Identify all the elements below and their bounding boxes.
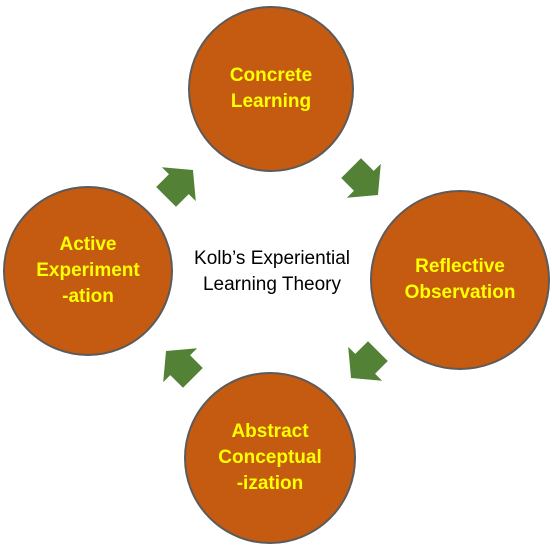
node-label: Abstract Conceptual -ization xyxy=(218,419,321,497)
node-label-line: Observation xyxy=(404,282,516,303)
node-concrete-learning: Concrete Learning xyxy=(188,6,354,172)
node-label: Concrete Learning xyxy=(230,63,312,115)
node-label-line: Experiment xyxy=(36,260,140,281)
node-label-line: Active xyxy=(59,234,117,255)
node-reflective-observation: Reflective Observation xyxy=(370,190,550,370)
node-label-line: Conceptual xyxy=(218,447,322,468)
center-title: Kolb’s Experiential Learning Theory xyxy=(180,246,364,298)
node-label-line: Concrete xyxy=(229,65,313,86)
center-title-line: Learning Theory xyxy=(202,274,342,295)
arrow-icon xyxy=(156,167,196,207)
arrow-icon xyxy=(163,348,203,388)
node-label-line: Abstract xyxy=(231,421,309,442)
node-label-line: Reflective xyxy=(415,256,505,277)
center-title-line: Kolb’s Experiential xyxy=(194,248,350,269)
node-label-line: -ation xyxy=(62,286,114,307)
node-label: Reflective Observation xyxy=(405,254,516,306)
node-label: Active Experiment -ation xyxy=(36,232,139,310)
node-active-experimentation: Active Experiment -ation xyxy=(3,186,173,356)
node-abstract-conceptualization: Abstract Conceptual -ization xyxy=(184,372,356,544)
arrow-icon xyxy=(341,158,381,198)
node-label-line: -ization xyxy=(236,473,304,494)
node-label-line: Learning xyxy=(230,91,312,112)
arrow-icon xyxy=(348,341,388,381)
